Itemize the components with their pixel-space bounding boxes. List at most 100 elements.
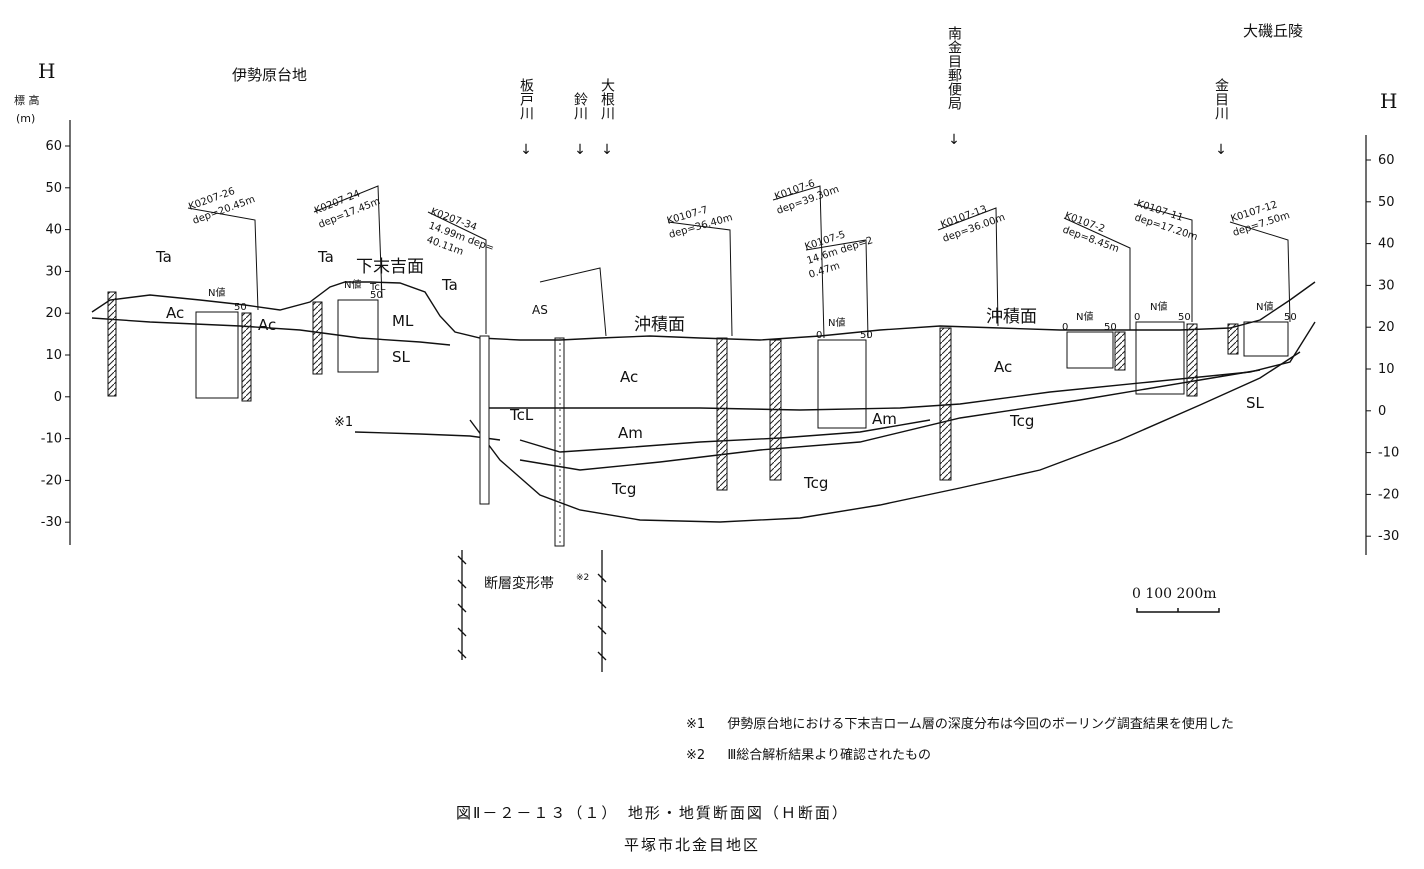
n-zero: 0 — [1134, 312, 1140, 323]
layer-ac: Ac — [166, 304, 184, 322]
n-label: N値 — [828, 316, 845, 329]
surface-shimosueyoshi: 下末吉面 — [356, 257, 424, 277]
axis-tick-label: 40 — [1378, 237, 1395, 252]
axis-tick-label: 30 — [45, 264, 62, 279]
n-fifty: 50 — [234, 302, 247, 313]
landmark-name: 南金目郵便局 — [946, 26, 962, 110]
axis-tick-label: 40 — [45, 223, 62, 238]
tcg-base-line — [469, 351, 1301, 523]
footnote-text: 伊勢原台地における下末吉ローム層の深度分布は今回のボーリング調査結果を使用した — [727, 717, 1234, 732]
axis-tick-label: 20 — [45, 306, 62, 321]
layer-tcl: TcL — [369, 282, 386, 293]
n-label: N値 — [1256, 300, 1273, 313]
layer-am: Am — [618, 424, 643, 442]
axis-tick-label: 10 — [45, 348, 62, 363]
axis-tick-label: 60 — [45, 139, 62, 154]
y-axis-unit: (m) — [16, 112, 35, 125]
layer-tcg: Tcg — [611, 480, 636, 498]
axis-tick-label: 50 — [1378, 195, 1395, 210]
axis-tick-label: 60 — [1378, 153, 1395, 168]
layer-ac: Ac — [258, 316, 276, 334]
layer-tcg: Tcg — [803, 474, 828, 492]
footnote-mark: ※2 — [686, 748, 706, 763]
axis-tick-label: -30 — [41, 515, 62, 530]
n-fifty: 50 — [1104, 322, 1117, 333]
left-axis: 60 50 40 30 20 10 0 -10 -20 -30 — [41, 120, 71, 545]
right-axis: 60 50 40 30 20 10 0 -10 -20 -30 — [1365, 135, 1399, 555]
tcl-boundary — [354, 431, 501, 441]
n-value-labels: N値 50 N値 50 N値 0 50 N値 0 50 N値 0 50 N値 5… — [208, 278, 1297, 341]
n-fifty: 50 — [1178, 312, 1191, 323]
river-name: 大根川 — [599, 78, 615, 120]
river-name: 金目川 — [1213, 78, 1229, 120]
ac-base-line — [91, 317, 451, 346]
layer-tcg: Tcg — [1009, 412, 1034, 430]
mark-1: ※1 — [334, 415, 353, 430]
fault-marks — [457, 550, 607, 672]
axis-tick-label: -20 — [1378, 487, 1399, 502]
n-fifty: 50 — [860, 330, 873, 341]
river-nekawa: 大根川 ↓ — [599, 78, 615, 158]
tcg-top-line — [519, 369, 1261, 471]
axis-tick-label: -20 — [41, 473, 62, 488]
axis-tick-label: 30 — [1378, 278, 1395, 293]
n-label: N値 — [1076, 310, 1093, 323]
layer-ta: Ta — [155, 248, 172, 266]
fault-zone-label: 断層変形帯 — [484, 575, 554, 592]
surface-chuseki: 沖積面 — [634, 315, 685, 335]
layer-am: Am — [872, 410, 897, 428]
n-value-graphs — [195, 299, 1289, 429]
y-axis-title: 標 高 — [14, 93, 40, 107]
n-label: N値 — [208, 286, 225, 299]
axis-tick-label: 0 — [1378, 404, 1386, 419]
axis-tick-label: 10 — [1378, 362, 1395, 377]
n-zero: 0 — [816, 330, 822, 341]
river-itado: 板戸川 ↓ — [518, 78, 534, 158]
n-zero: 0 — [1062, 322, 1068, 333]
river-name: 鈴川 — [572, 92, 588, 120]
axis-tick-label: 0 — [54, 390, 62, 405]
river-suzukawa: 鈴川 ↓ — [572, 92, 588, 158]
borehole-labels: K0207-26 dep=20.45m K0207-24 dep=17.45m … — [187, 178, 1291, 281]
n-fifty: 50 — [370, 290, 383, 301]
layer-as: AS — [532, 303, 548, 317]
figure-subtitle: 平塚市北金目地区 — [624, 836, 761, 854]
layer-tcl: TcL — [509, 406, 534, 424]
axis-tick-label: -10 — [41, 432, 62, 447]
place-oiso: 大磯丘陵 — [1243, 22, 1303, 40]
place-isehara: 伊勢原台地 — [232, 66, 307, 84]
axis-tick-label: -10 — [1378, 446, 1399, 461]
footnote-text: Ⅲ総合解析結果より確認されたもの — [727, 748, 932, 763]
axis-tick-label: -30 — [1378, 529, 1399, 544]
ground-surface-line — [91, 281, 1316, 341]
n-label: N値 — [344, 278, 361, 291]
figure-title: 図Ⅱ－２－１３（１） 地形・地質断面図（Ｈ断面） — [456, 804, 849, 822]
n-label: N値 — [1150, 300, 1167, 313]
post-office-minami-kaneme: 南金目郵便局 ↓ — [946, 26, 962, 148]
layer-ta: Ta — [441, 276, 458, 294]
layer-sl: SL — [392, 348, 411, 366]
river-name: 板戸川 — [518, 78, 534, 120]
axis-tick-label: 20 — [1378, 320, 1395, 335]
axis-tick-label: 50 — [45, 181, 62, 196]
footnote-mark: ※1 — [686, 717, 706, 732]
h-label-right: H — [1380, 89, 1397, 113]
h-label-left: H — [38, 59, 55, 83]
borehole-leaders — [187, 185, 1291, 339]
borehole-columns — [107, 291, 1239, 547]
footnote-2: ※2 Ⅲ総合解析結果より確認されたもの — [686, 744, 931, 763]
layer-ac: Ac — [994, 358, 1012, 376]
layer-ta: Ta — [317, 248, 334, 266]
layer-ml: ML — [392, 312, 414, 330]
scale-labels: 0 100 200m — [1132, 586, 1217, 602]
scale-bar: 0 100 200m — [1132, 586, 1220, 613]
layer-ac: Ac — [620, 368, 638, 386]
fault-zone-sup: ※2 — [576, 573, 589, 583]
river-kanemegawa: 金目川 ↓ — [1213, 78, 1229, 158]
surface-chuseki: 沖積面 — [986, 307, 1037, 327]
layer-sl: SL — [1246, 394, 1265, 412]
n-fifty: 50 — [1284, 312, 1297, 323]
footnote-1: ※1 伊勢原台地における下末吉ローム層の深度分布は今回のボーリング調査結果を使用… — [686, 713, 1234, 732]
layer-labels: Ta Ac Ac Ta TcL ML SL Ta AS Ac TcL Am Am… — [155, 248, 1265, 498]
